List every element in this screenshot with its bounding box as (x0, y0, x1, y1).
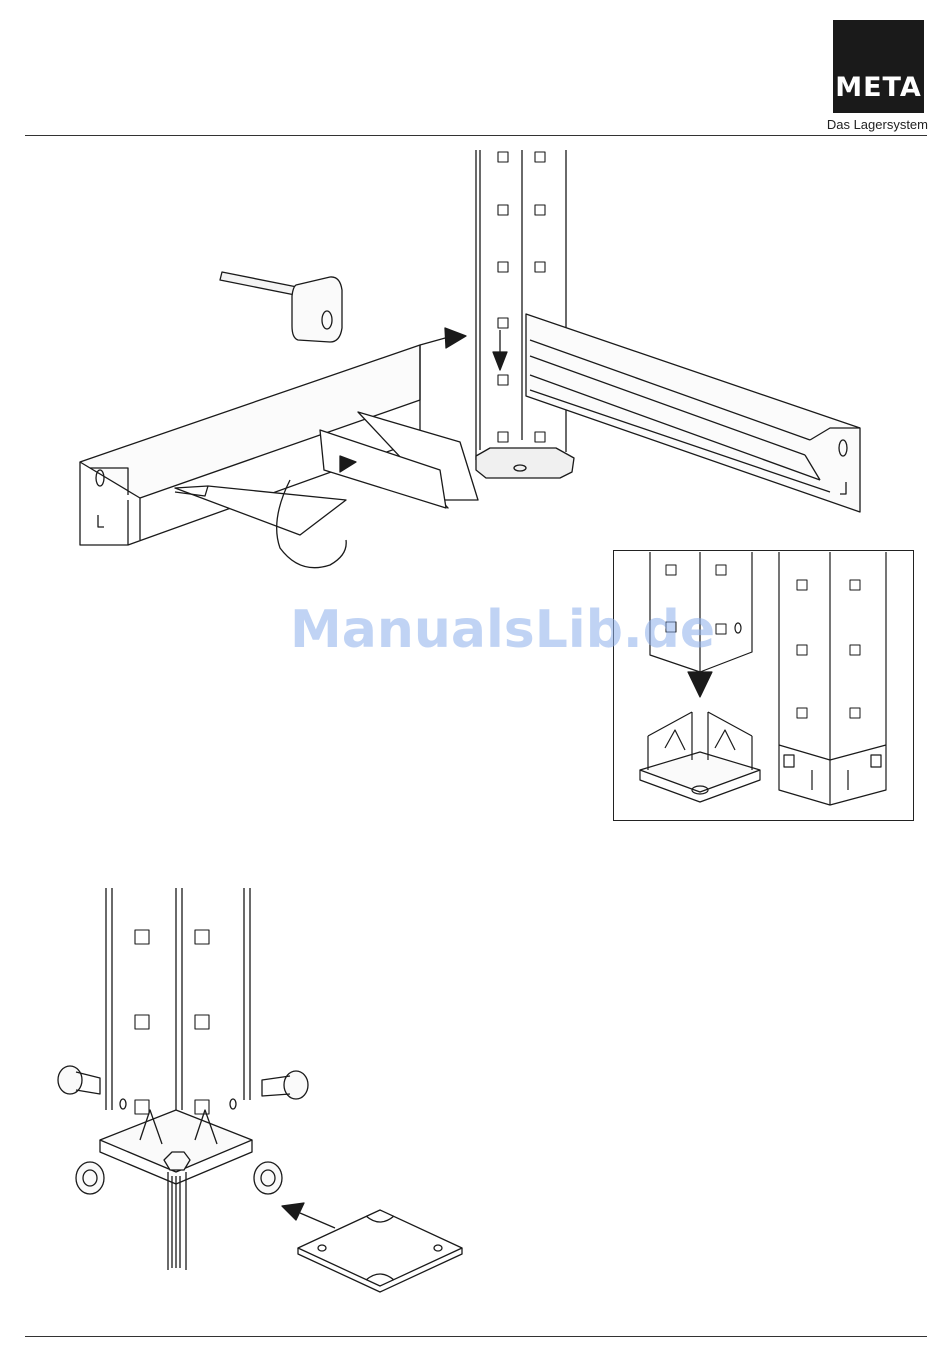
bolt-right (262, 1071, 308, 1099)
watermark: ManualsLib.de (290, 600, 715, 660)
bolt-left (58, 1066, 100, 1094)
levelling-bolt (164, 1152, 190, 1270)
footer-divider (25, 1336, 927, 1337)
nut-right (254, 1162, 282, 1194)
nut-left (76, 1162, 104, 1194)
